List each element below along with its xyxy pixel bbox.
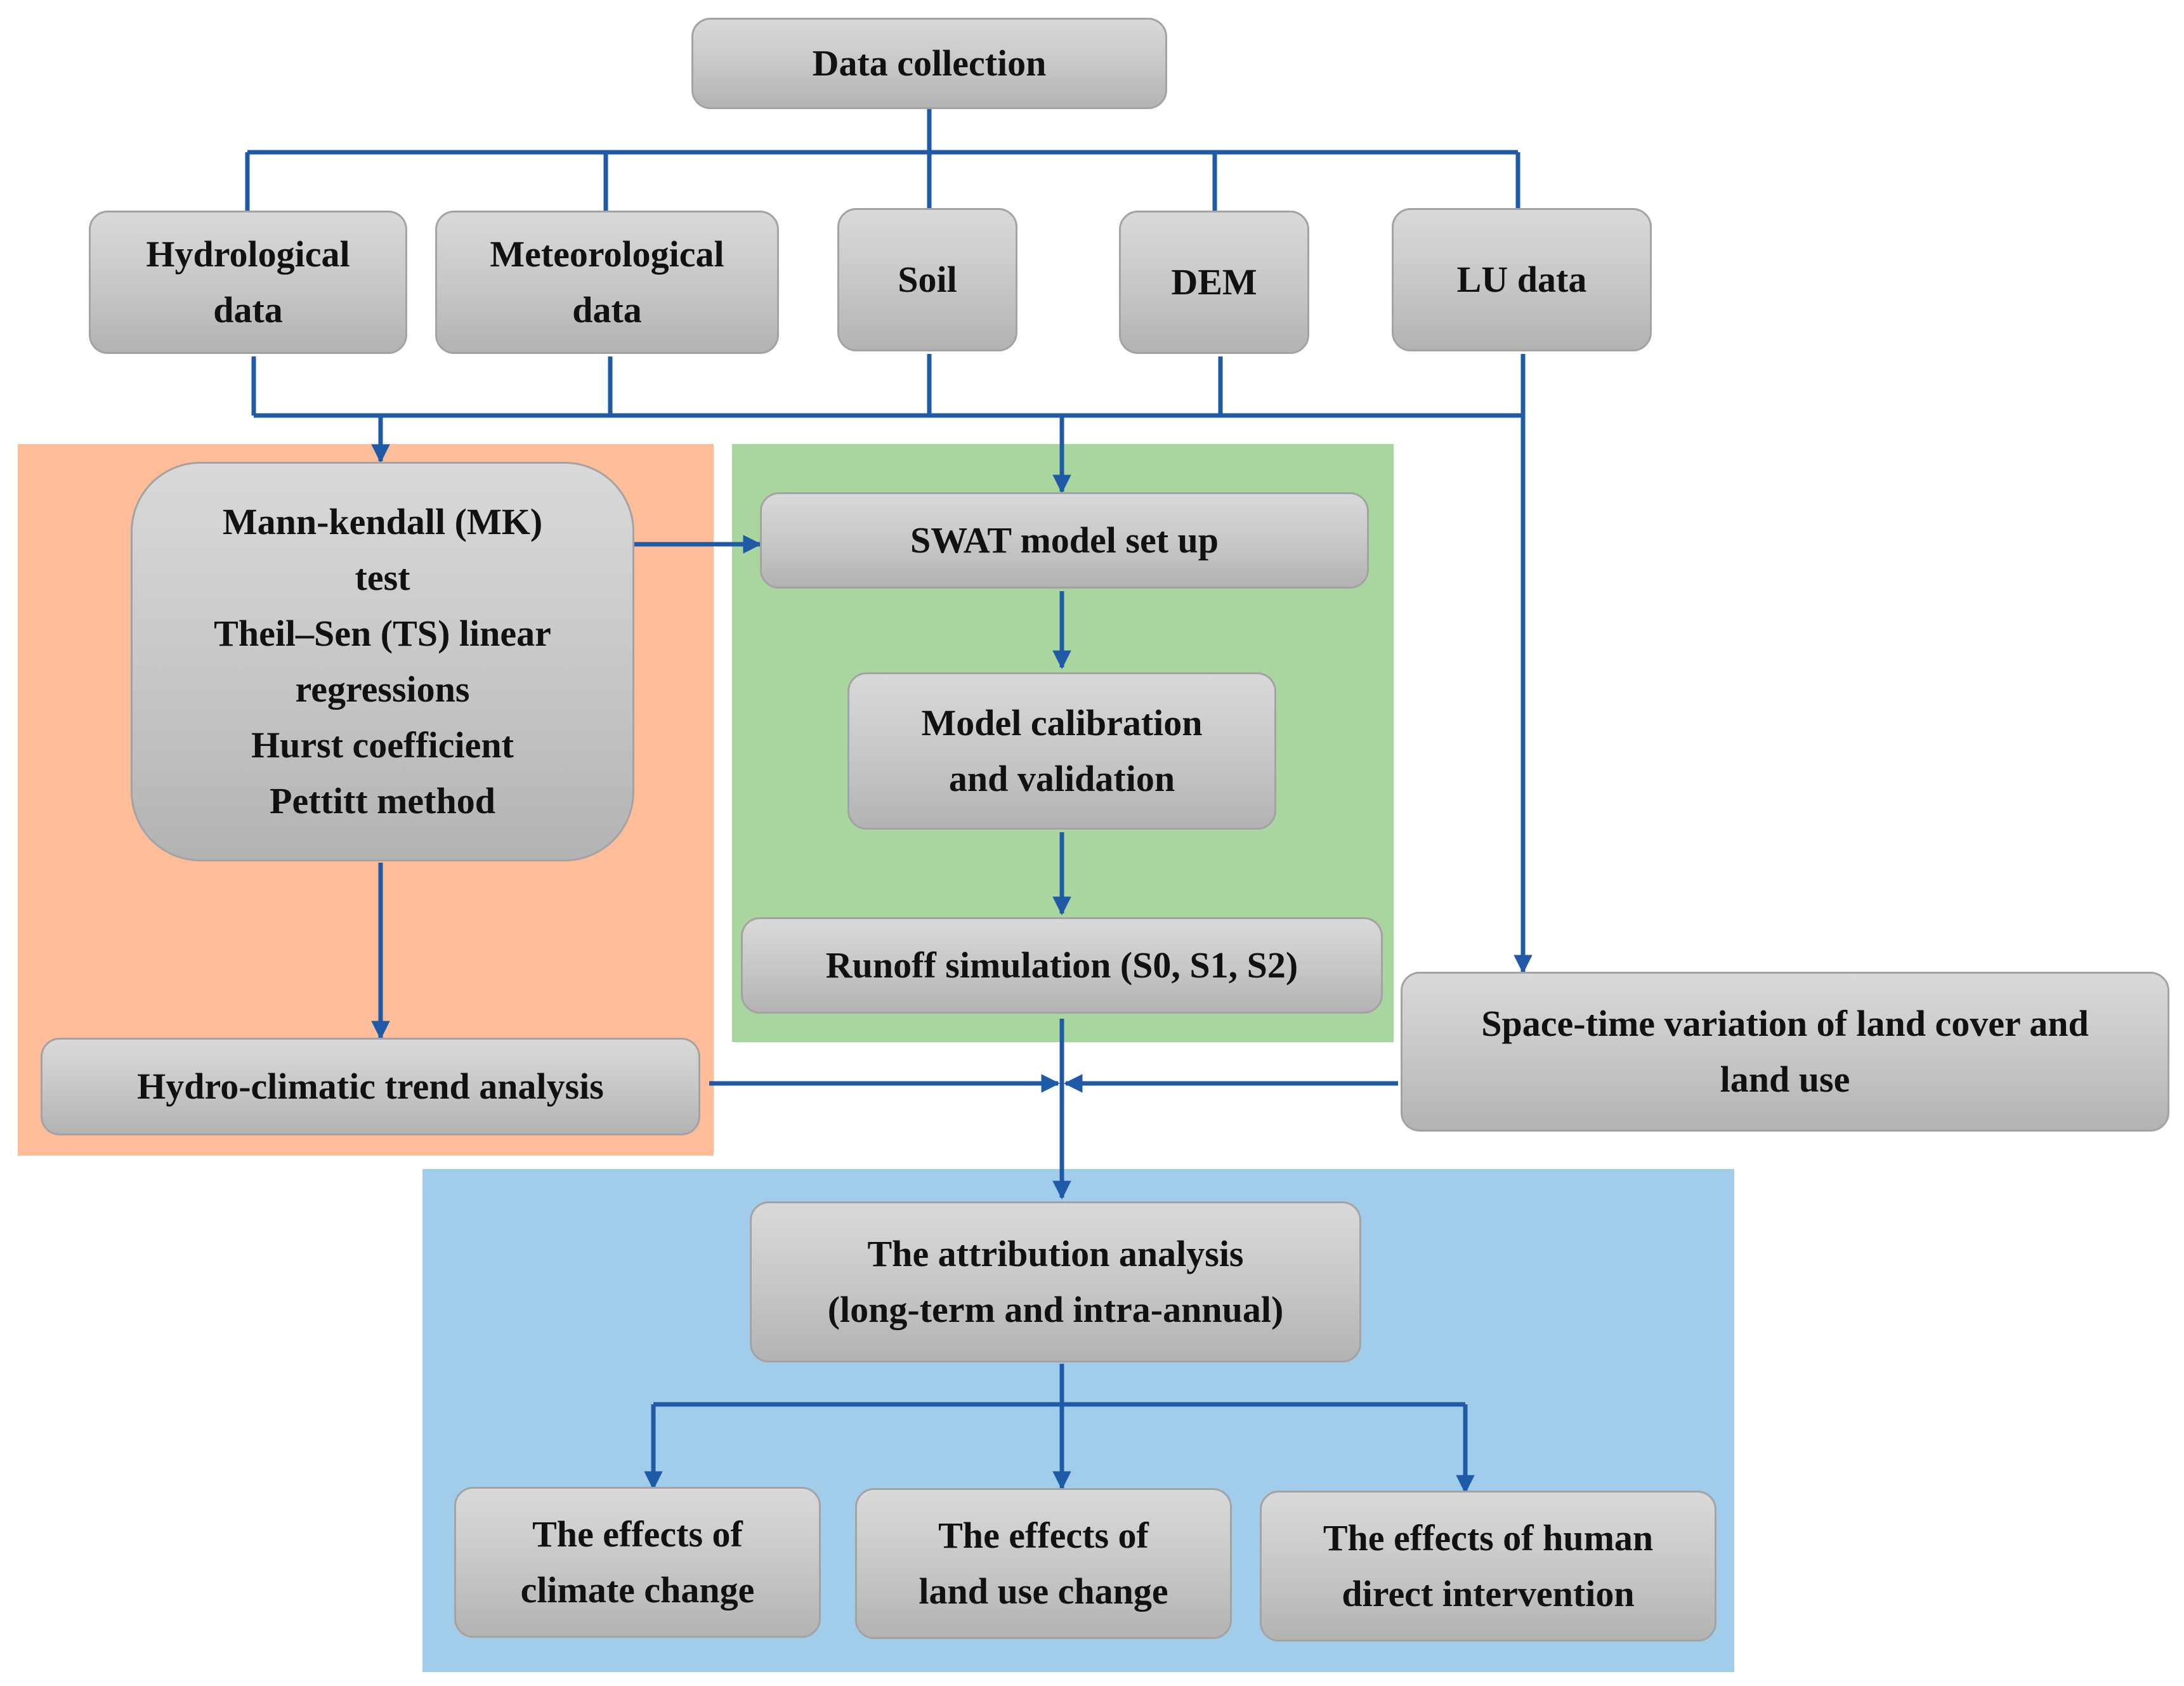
calibration-box: Model calibration and validation <box>847 672 1276 830</box>
hydrological-label-line-2: data <box>213 289 283 330</box>
trend-methods-box: Mann-kendall (MK) test Theil–Sen (TS) li… <box>131 462 634 861</box>
attribution-analysis-box: The attribution analysis (long-term and … <box>750 1201 1361 1363</box>
meteorological-data-box: Meteorological data <box>435 211 779 354</box>
calibration-label-line-1: Model calibration <box>921 702 1203 743</box>
meteorological-label-line-2: data <box>572 289 642 330</box>
meteorological-label-line-1: Meteorological <box>490 233 724 275</box>
climate-effects-label-line-2: climate change <box>520 1569 755 1611</box>
trend-analysis-label: Hydro-climatic trend analysis <box>137 1066 604 1107</box>
attribution-label-line-2: (long-term and intra-annual) <box>827 1289 1284 1330</box>
land-use-change-effects-box: The effects of land use change <box>855 1488 1232 1639</box>
trend-analysis-box: Hydro-climatic trend analysis <box>41 1038 700 1135</box>
swat-setup-label: SWAT model set up <box>910 520 1219 561</box>
trend-method-line-1: Mann-kendall (MK) <box>222 501 543 542</box>
attribution-label-line-1: The attribution analysis <box>867 1233 1244 1274</box>
land-cover-label-line-2: land use <box>1720 1059 1850 1100</box>
calibration-label-line-2: and validation <box>948 758 1175 799</box>
land-use-effects-label-line-2: land use change <box>919 1571 1168 1612</box>
trend-method-line-2: test <box>355 557 410 598</box>
soil-label: Soil <box>898 259 957 300</box>
swat-setup-box: SWAT model set up <box>760 492 1369 589</box>
human-effects-label-line-1: The effects of human <box>1323 1517 1654 1559</box>
hydrological-data-box: Hydrological data <box>89 211 407 354</box>
climate-change-effects-box: The effects of climate change <box>454 1487 821 1638</box>
data-collection-label: Data collection <box>812 42 1047 84</box>
trend-method-line-3: Theil–Sen (TS) linear <box>214 613 551 654</box>
data-collection-box: Data collection <box>691 18 1167 109</box>
hydrological-label-line-1: Hydrological <box>146 233 350 275</box>
runoff-simulation-box: Runoff simulation (S0, S1, S2) <box>741 917 1383 1014</box>
human-effects-label-line-2: direct intervention <box>1342 1573 1635 1614</box>
dem-data-box: DEM <box>1119 211 1309 354</box>
trend-method-line-6: Pettitt method <box>270 780 495 821</box>
trend-method-line-5: Hurst coefficient <box>251 724 514 766</box>
trend-method-line-4: regressions <box>295 669 470 710</box>
soil-data-box: Soil <box>837 208 1017 351</box>
lu-data-box: LU data <box>1392 208 1652 351</box>
lu-data-label: LU data <box>1456 259 1587 300</box>
climate-effects-label-line-1: The effects of <box>532 1513 743 1555</box>
land-use-effects-label-line-1: The effects of <box>938 1515 1149 1556</box>
land-cover-label-line-1: Space-time variation of land cover and <box>1481 1003 2089 1044</box>
runoff-simulation-label: Runoff simulation (S0, S1, S2) <box>825 944 1298 986</box>
human-intervention-effects-box: The effects of human direct intervention <box>1260 1491 1716 1642</box>
land-cover-variation-box: Space-time variation of land cover and l… <box>1401 972 2169 1132</box>
dem-label: DEM <box>1171 261 1257 303</box>
